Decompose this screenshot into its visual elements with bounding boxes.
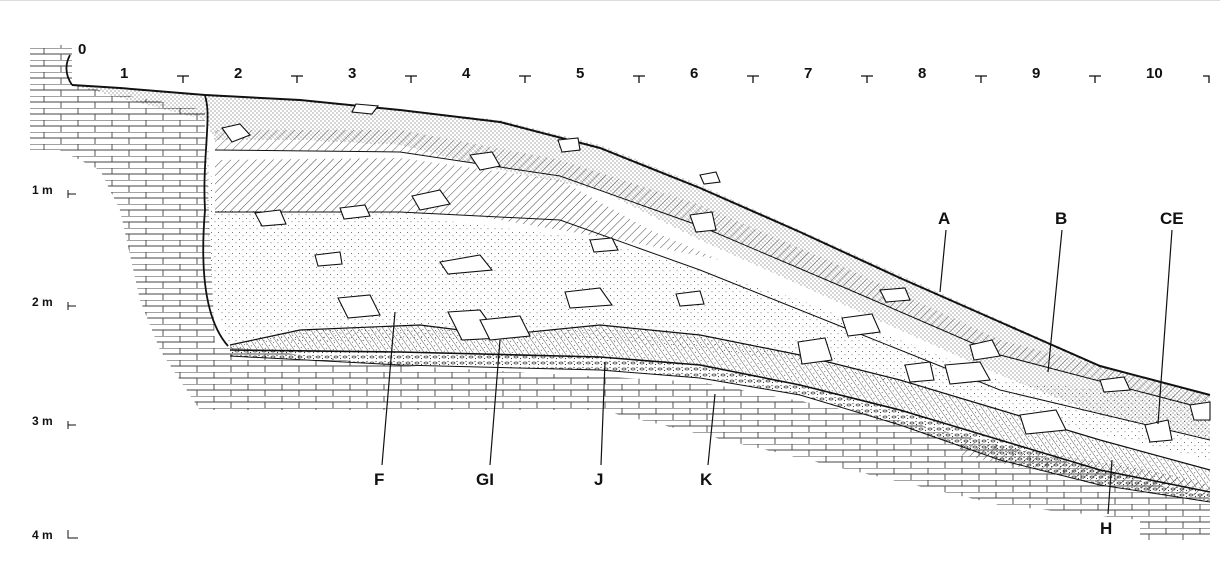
grid-square-label: 10 [1146,65,1163,82]
depth-1m-tick [68,190,76,198]
grid-square-label: 2 [234,65,242,82]
grid-square-label: 6 [690,65,698,82]
depth-4m: 4 m [32,528,53,542]
grid-square-label: 7 [804,65,812,82]
layer-label-b: B [1055,209,1067,228]
grid-tick [975,76,987,83]
depth-3m-tick [68,421,76,429]
depth-2m: 2 m [32,295,53,309]
depth-2m-tick [68,302,76,310]
grid-square-label: 4 [462,65,471,82]
grid-tick [405,76,417,83]
depth-3m: 3 m [32,414,53,428]
depth-scale: 1 m 2 m 3 m 4 m [32,183,78,542]
grid-tick [861,76,873,83]
grid-tick [633,76,645,83]
grid-tick [177,76,189,83]
grid-square-label: 9 [1032,65,1040,82]
depth-1m: 1 m [32,183,53,197]
layer-label-gi: GI [476,470,494,489]
grid-square-label: 8 [918,65,926,82]
layer-label-ce: CE [1160,209,1184,228]
depth-4m-tick [68,530,78,538]
grid-tick [1203,76,1209,83]
layer-label-a: A [938,209,950,228]
grid-square-label: 3 [348,65,356,82]
grid-tick [519,76,531,83]
grid-square-label: 1 [120,65,128,82]
layer-label-k: K [700,470,713,489]
layer-label-j: J [594,470,603,489]
grid-origin-label: 0 [78,41,86,58]
sediment-fill [72,85,1210,502]
grid-tick [1089,76,1101,83]
layer-label-f: F [374,470,384,489]
grid-square-label: 5 [576,65,584,82]
grid-tick [291,76,303,83]
grid-labels: 0 1 2 3 4 5 6 7 8 9 10 [78,41,1209,83]
grid-tick [747,76,759,83]
layer-label-h: H [1100,519,1112,538]
leader-a [940,230,946,292]
